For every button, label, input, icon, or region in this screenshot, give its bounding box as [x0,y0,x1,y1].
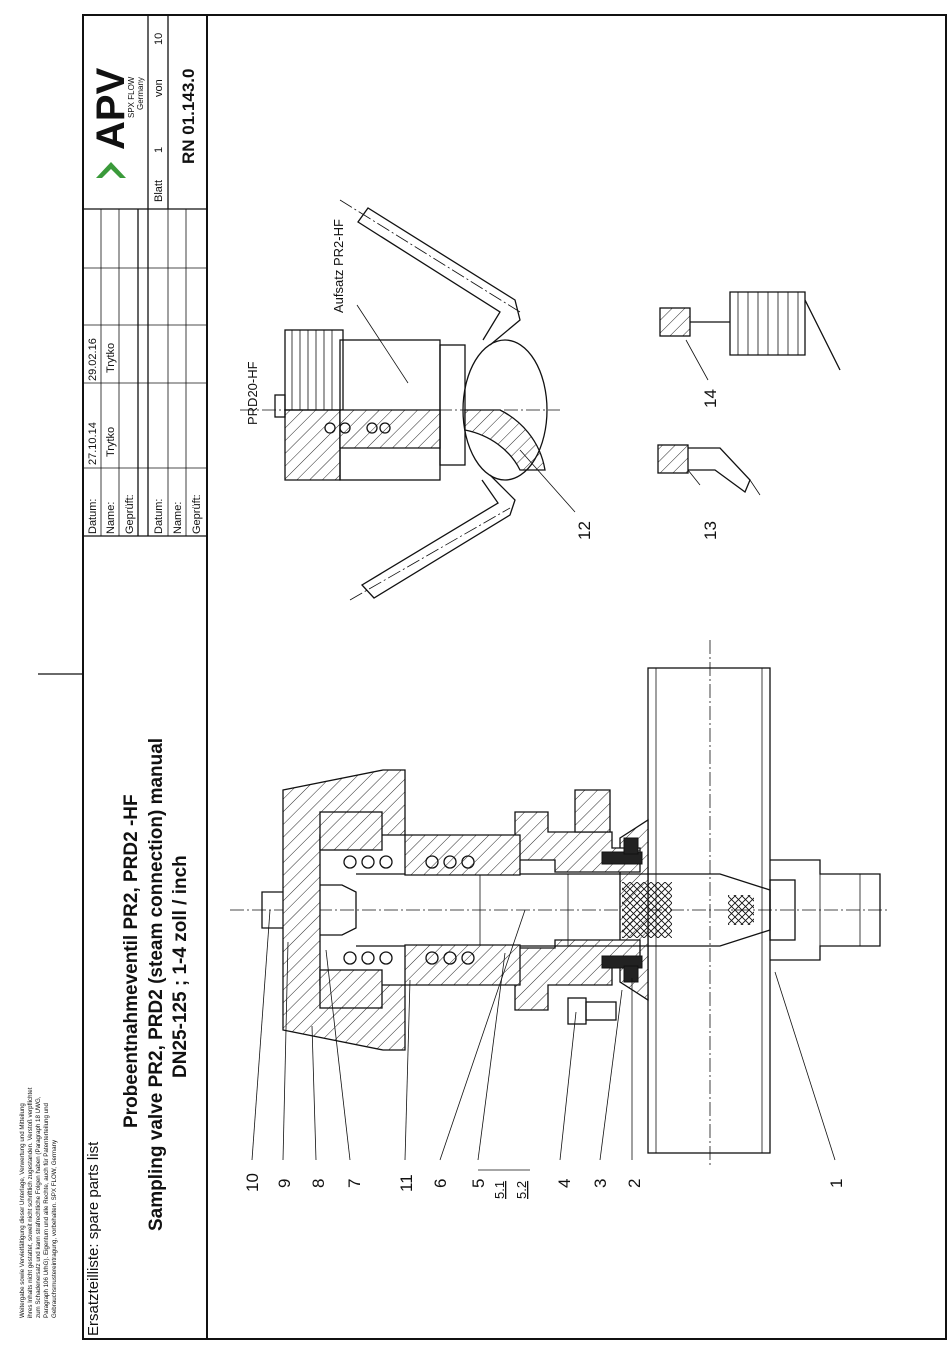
callout-3: 3 [591,1179,610,1188]
callout-12: 12 [575,521,594,540]
title-en: Sampling valve PR2, PRD2 (steam connecti… [146,738,167,1231]
small-part-13 [657,444,761,496]
callout-6: 6 [431,1179,450,1188]
logo-sub-2: Germany [136,77,145,110]
notice-line-5: Gebrauchsmustereintragung, vorbehalten. … [51,1139,58,1318]
notice-line-4: Paragraph 106 UrhG). Eigentum und alle R… [43,1102,50,1318]
lower-name-label: Name: [172,502,184,534]
upper-date-label: Datum: [87,499,99,534]
callout-11: 11 [397,1174,416,1192]
small-part-14 [659,291,841,381]
callout-5: 5 [469,1179,488,1188]
callout-5-2: 5.2 [514,1181,529,1199]
spring-upper [343,855,475,869]
callout-1: 1 [827,1179,846,1188]
blatt-number: 1 [153,147,165,153]
callout-8: 8 [309,1179,328,1188]
callout-5-1: 5.1 [492,1181,507,1199]
revision-table [83,15,207,537]
label-prd20-hf: PRD20-HF [245,361,260,425]
lower-date-label: Datum: [153,499,165,534]
label-aufsatz-pr2-hf: Aufsatz PR2-HF [331,219,346,313]
lower-checked-label: Geprüft: [191,494,203,534]
logo-text: APV [89,67,133,150]
drawing-border [82,14,947,1340]
attachment-spring [324,422,391,434]
von-label: von [153,79,165,97]
doc-type-label: Ersatzteilliste: spare parts list [85,1141,102,1336]
callout-2: 2 [625,1179,644,1188]
size-range: DN25-125 ; 1-4 zoll / inch [170,855,191,1078]
chevron-icon [96,162,126,178]
callout-13: 13 [701,521,720,540]
notice-line-1: Weitergabe sowie Vervielfältigung dieser… [19,1103,26,1318]
notice-line-3: zum Schadenersatz und kann strafrechtlic… [35,1096,42,1318]
upper-name-label: Name: [105,502,117,534]
rev1-name: Trytko [105,427,117,457]
notice-line-2: ihres Inhalts nicht gestattet, soweit ni… [27,1087,34,1318]
upper-checked-label: Geprüft: [124,494,136,534]
callout-10: 10 [243,1173,262,1192]
logo-sub-1: SPX FLOW [127,76,136,118]
callout-14: 14 [701,389,720,408]
callout-leaders [251,909,836,1171]
apv-logo: APV SPX FLOW Germany [89,67,145,178]
rev2-date: 29.02.16 [87,338,99,381]
drawing-number: RN 01.143.0 [179,69,198,164]
spring-lower [343,951,475,965]
blatt-label: Blatt [153,180,165,202]
steam-attachment-view [240,199,576,601]
rev1-date: 27.10.14 [87,422,99,465]
blatt-total: 10 [153,33,165,45]
callout-9: 9 [275,1179,294,1188]
callout-4: 4 [555,1179,574,1188]
copyright-notice: Weitergabe sowie Vervielfältigung dieser… [19,1087,58,1318]
title-de: Probeentnahmeventil PR2, PRD2 -HF [121,794,142,1128]
callout-7: 7 [345,1179,364,1188]
main-valve-section [230,640,890,1165]
rev2-name: Trytko [105,343,117,373]
